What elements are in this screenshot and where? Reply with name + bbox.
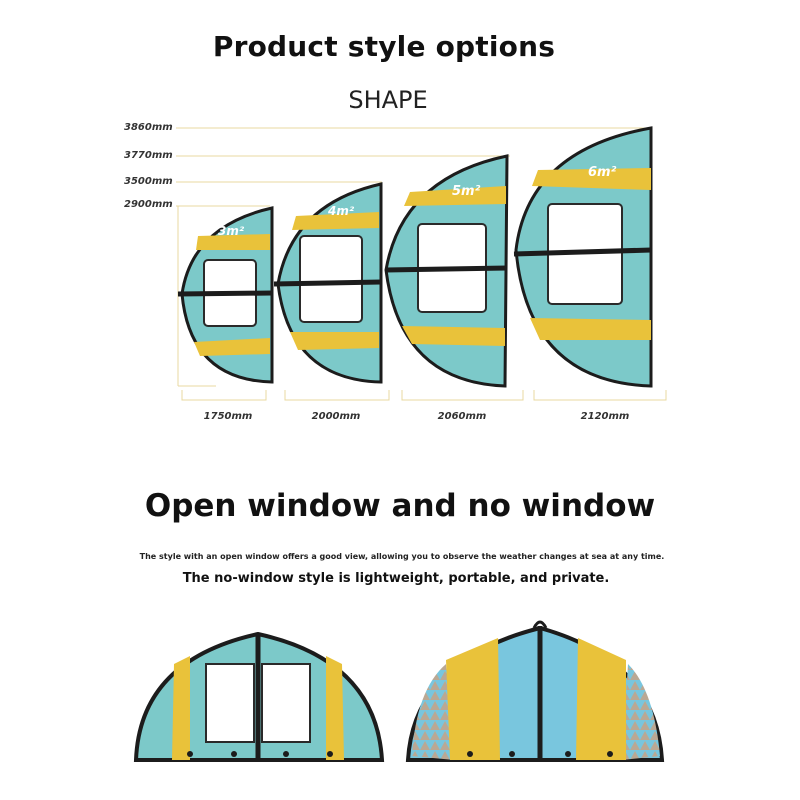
wing-3m: 3m² <box>177 206 274 384</box>
dimension-guides <box>176 127 667 401</box>
wing-6m: 6m² <box>513 126 653 388</box>
open-window-description: The style with an open window offers a g… <box>139 552 665 561</box>
width-label-5m: 2060mm <box>437 411 487 422</box>
page-title: Product style options <box>212 30 556 63</box>
wing-3m-area: 3m² <box>218 224 245 238</box>
width-label-6m: 2120mm <box>580 411 630 422</box>
wing-5m-area: 5m² <box>452 184 481 199</box>
width-label-4m: 2000mm <box>311 411 361 422</box>
wing-5m: 5m² <box>384 154 509 388</box>
wing-4m: 4m² <box>273 182 383 384</box>
shape-heading: SHAPE <box>348 86 428 114</box>
no-window-description: The no-window style is lightweight, port… <box>182 571 610 586</box>
open-window-wing <box>133 631 385 762</box>
wing-4m-area: 4m² <box>327 204 355 218</box>
no-window-wing <box>405 620 665 762</box>
width-label-3m: 1750mm <box>203 411 253 422</box>
wing-6m-area: 6m² <box>588 165 617 180</box>
height-label-6m: 3860mm <box>124 122 173 133</box>
section-title: Open window and no window <box>144 488 656 524</box>
height-label-5m: 3770mm <box>124 150 173 161</box>
height-label-4m: 3500mm <box>124 176 173 187</box>
height-label-3m: 2900mm <box>124 199 173 210</box>
